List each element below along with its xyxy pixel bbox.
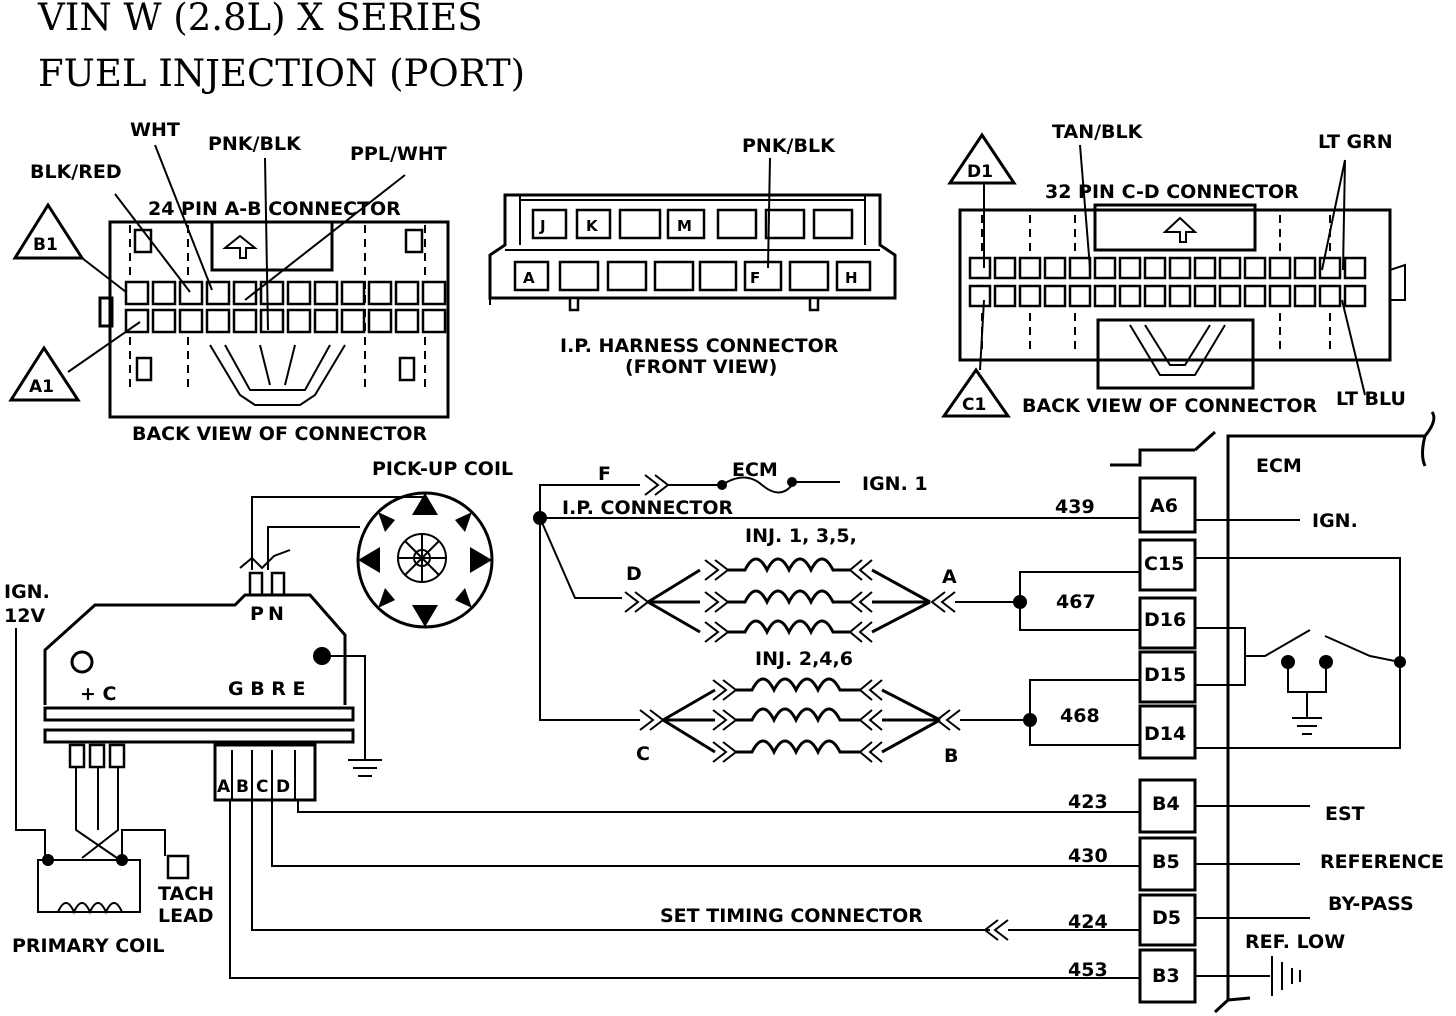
ref-low-label: REF. LOW xyxy=(1245,931,1345,953)
ignition-module: PICK-UP COIL P N xyxy=(4,458,513,957)
ip-pin-j: J xyxy=(539,217,546,235)
ip-f-label: F xyxy=(598,463,611,485)
module-plus-c-label: + C xyxy=(80,683,116,705)
inj-a-label: A xyxy=(942,566,957,588)
title-line-1: VIN W (2.8L) X SERIES xyxy=(37,0,483,39)
injector-circuits: F ECM IGN. 1 I.P. CONNECTOR 439 INJ. 1, … xyxy=(533,459,1140,767)
wire-blk-red-label: BLK/RED xyxy=(30,161,122,183)
inj-c-label: C xyxy=(636,743,650,765)
module-pin-c: C xyxy=(256,777,268,797)
tach-lead-label-1: TACH xyxy=(158,883,214,905)
circuit-423-label: 423 xyxy=(1068,791,1108,813)
ip-pin-row-top xyxy=(531,208,854,240)
ip-connector-label: I.P. CONNECTOR xyxy=(562,497,733,519)
module-gbre-label: G B R E xyxy=(228,678,306,700)
ign1-label: IGN. 1 xyxy=(862,473,928,495)
module-pin-d: D xyxy=(276,777,290,797)
ip-pin-m: M xyxy=(677,217,692,235)
ip-pin-a: A xyxy=(523,269,535,287)
cd-pin-row-bottom xyxy=(968,284,1367,308)
ip-pin-row-bottom xyxy=(513,260,872,292)
ecm-fuse-label: ECM xyxy=(732,459,778,481)
module-pin-b: B xyxy=(236,777,249,797)
cd-marker-d1 xyxy=(947,132,1017,185)
ecm-pin-d14: D14 xyxy=(1144,723,1186,745)
ip-pin-f: F xyxy=(750,269,760,287)
primary-coil-label: PRIMARY COIL xyxy=(12,935,164,957)
ecm-ign-label: IGN. xyxy=(1312,510,1358,532)
ecm-label: ECM xyxy=(1256,455,1302,477)
wire-wht-label: WHT xyxy=(130,119,180,141)
inj-d-label: D xyxy=(626,563,642,585)
set-timing-connector-label: SET TIMING CONNECTOR xyxy=(660,905,923,927)
circuit-468-label: 468 xyxy=(1060,705,1100,727)
module-p-label: P xyxy=(250,603,264,625)
cd-connector-caption: BACK VIEW OF CONNECTOR xyxy=(1022,395,1317,417)
ab-marker-a1 xyxy=(8,345,81,402)
tach-lead-label-2: LEAD xyxy=(158,905,214,927)
circuit-424-label: 424 xyxy=(1068,911,1108,933)
ab-marker-b1 xyxy=(12,202,85,260)
title-line-2: FUEL INJECTION (PORT) xyxy=(38,52,525,95)
circuit-439-label: 439 xyxy=(1055,496,1095,518)
ip-wire-pnk-blk-label: PNK/BLK xyxy=(742,135,836,157)
marker-c1-label: C1 xyxy=(962,395,986,415)
inj-b-label: B xyxy=(944,745,958,767)
inj-246-label: INJ. 2,4,6 xyxy=(755,648,853,670)
cd-connector: D1 C1 TAN/BLK LT GRN LT BLU 32 PIN C-D C… xyxy=(941,121,1406,418)
bypass-label: BY-PASS xyxy=(1328,893,1414,915)
ab-connector-caption: BACK VIEW OF CONNECTOR xyxy=(132,423,427,445)
wire-pnk-blk-label: PNK/BLK xyxy=(208,133,302,155)
cd-wire-lt-grn-label: LT GRN xyxy=(1318,131,1393,153)
ecm-pin-d5: D5 xyxy=(1152,907,1181,929)
wire-ppl-wht-label: PPL/WHT xyxy=(350,143,447,165)
ecm-pin-d15: D15 xyxy=(1144,664,1186,686)
ecm-block: ECM A6 C15 D16 D15 D14 B4 B5 D5 B3 IGN. xyxy=(1110,411,1444,1014)
ecm-pin-c15: C15 xyxy=(1144,553,1184,575)
ecm-pin-b4: B4 xyxy=(1152,793,1180,815)
cd-marker-c1 xyxy=(941,367,1011,418)
ecm-pin-d16: D16 xyxy=(1144,609,1186,631)
cd-wire-lt-blu-label: LT BLU xyxy=(1336,388,1406,410)
circuit-467-label: 467 xyxy=(1056,591,1096,613)
ecm-pin-b3: B3 xyxy=(1152,965,1180,987)
est-label: EST xyxy=(1325,803,1365,825)
ip-pin-h: H xyxy=(845,269,858,287)
cd-pin-row-top xyxy=(968,256,1367,280)
circuit-453-label: 453 xyxy=(1068,959,1108,981)
ecm-pin-b5: B5 xyxy=(1152,851,1180,873)
ign-12v-label-2: 12V xyxy=(4,605,45,627)
ip-pin-k: K xyxy=(586,217,599,235)
pickup-coil-icon xyxy=(356,491,494,629)
module-to-ecm-wires: SET TIMING CONNECTOR 423 430 424 453 xyxy=(229,791,1140,981)
ab-pin-row-top xyxy=(124,280,447,306)
module-pin-a: A xyxy=(217,777,231,797)
ip-connector-caption-1: I.P. HARNESS CONNECTOR xyxy=(560,335,839,357)
cd-wire-tan-blk-label: TAN/BLK xyxy=(1052,121,1144,143)
marker-a1-label: A1 xyxy=(29,377,54,397)
ab-connector-title: 24 PIN A-B CONNECTOR xyxy=(148,198,401,220)
cd-connector-title: 32 PIN C-D CONNECTOR xyxy=(1045,181,1299,203)
circuit-430-label: 430 xyxy=(1068,845,1108,867)
ign-12v-label-1: IGN. xyxy=(4,581,50,603)
ab-pin-row-bottom xyxy=(124,308,447,334)
marker-b1-label: B1 xyxy=(33,235,58,255)
ab-connector: B1 A1 WHT BLK/RED PNK/BLK PPL/WHT 24 PIN… xyxy=(8,119,450,445)
pickup-coil-label: PICK-UP COIL xyxy=(372,458,513,480)
reference-label: REFERENCE xyxy=(1320,851,1444,873)
inj-135-label: INJ. 1, 3,5, xyxy=(745,525,857,547)
ip-harness-connector: J K M A F H PNK/BLK I.P. HARNESS CONNECT… xyxy=(488,135,897,378)
ip-connector-caption-2: (FRONT VIEW) xyxy=(625,356,777,378)
ecm-pin-a6: A6 xyxy=(1150,495,1178,517)
marker-d1-label: D1 xyxy=(967,162,993,182)
module-n-label: N xyxy=(268,603,284,625)
